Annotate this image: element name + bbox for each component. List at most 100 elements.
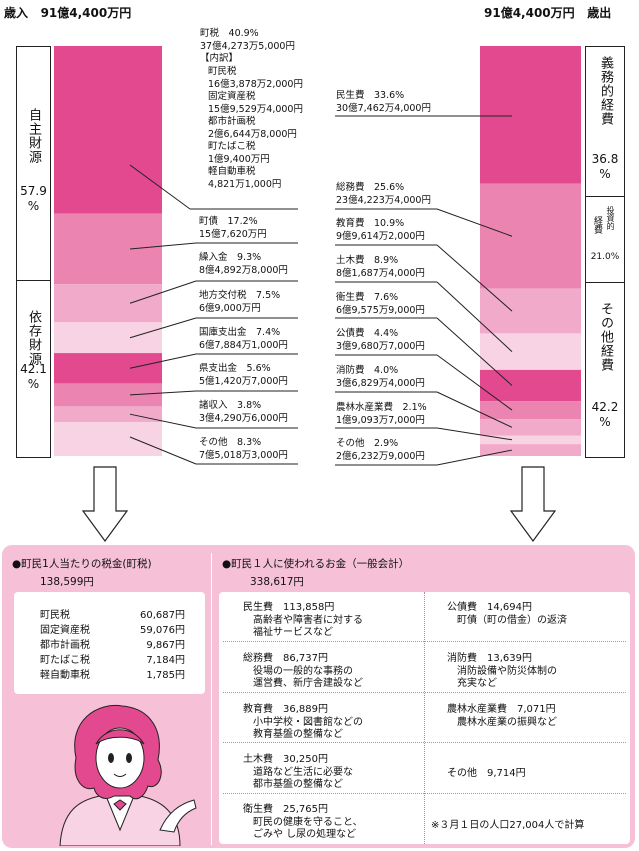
exp-label-6-amount: 3億6,829万4,000円: [336, 377, 425, 389]
exp-leader-4: [436, 317, 513, 386]
revenue-header: 歳入 91億4,400万円: [4, 4, 131, 21]
spend-title: ●町民１人に使われるお金（一般会計）: [222, 558, 410, 570]
spend-row-divider-2: [223, 692, 626, 693]
tax-total: 138,599円: [40, 576, 94, 588]
expense-group-divider-2: [585, 282, 625, 283]
exp-leader-8: [436, 449, 513, 466]
izon-zaigen-pct: 42.1 %: [20, 362, 47, 391]
breakdown-label-1: 固定資産税: [208, 91, 256, 102]
gimuteki-keihi-label: 義務的経費: [598, 56, 613, 126]
sonota-keihi-pct: 42.2 %: [591, 400, 619, 429]
rev-label-3-pct: 地方交付税 7.5%: [199, 290, 281, 301]
expense-down-arrow: [509, 466, 557, 543]
expense-bar-segment-0: [480, 46, 581, 184]
rev-label-7: その他 8.3%7億5,018万3,000円: [199, 437, 288, 462]
exp-label-5-pct: 公債費 4.4%: [336, 328, 399, 339]
rev-label-0-name: 町税: [200, 28, 220, 39]
spend-norin: 農林水産業費 7,071円 農林水産業の振興など: [447, 704, 557, 728]
expense-bar-segment-6: [480, 419, 581, 436]
expense-bar-segment-3: [480, 333, 581, 370]
tax-row-label-2: 都市計画税: [40, 640, 90, 651]
exp-label-3-amount: 8億1,687万4,000円: [336, 267, 425, 279]
breakdown-title: 【内訳】: [200, 53, 239, 64]
expense-bar-segment-8: [480, 444, 581, 456]
toushiteki-keihi-label: 経費: [592, 216, 602, 234]
exp-label-1: 総務費 25.6%23億4,223万4,000円: [336, 182, 431, 207]
rev-label-5-amount: 5億1,420万7,000円: [199, 375, 288, 387]
spend-kyoiku: 教育費 36,889円 小中学校・図書館などの 教育基盤の整備など: [243, 704, 363, 740]
revenue-bar-segment-7: [54, 421, 162, 456]
jishu-zaigen-pct: 57.9 %: [20, 184, 47, 213]
rev-leader-4: [129, 353, 197, 369]
exp-label-2-amount: 9億9,614万2,000円: [336, 230, 425, 242]
izon-zaigen-label: 依存財源: [26, 310, 41, 366]
exp-label-3: 土木費 8.9%8億1,687万4,000円: [336, 255, 425, 280]
exp-label-6: 消防費 4.0%3億6,829万4,000円: [336, 365, 425, 390]
rev-label-6: 諸収入 3.8%3億4,290万6,000円: [199, 400, 288, 425]
expense-header: 91億4,400万円 歳出: [484, 4, 611, 21]
exp-leader-1: [436, 208, 513, 237]
tax-row-value-3: 7,184円: [146, 655, 185, 666]
exp-leader-6: [436, 391, 513, 428]
tax-row-value-1: 59,076円: [140, 625, 185, 636]
revenue-bar-segment-5: [54, 383, 162, 407]
gimuteki-keihi-pct: 36.8 %: [591, 152, 619, 181]
revenue-bar-segment-0: [54, 46, 162, 214]
breakdown-amount-0: 16億3,878万2,000円: [208, 78, 303, 90]
spend-somu: 総務費 86,737円 役場の一般的な事務の 運営費、新庁舎建設など: [243, 653, 363, 689]
breakdown-label-4: 軽自動車税: [208, 166, 256, 177]
exp-label-7: 農林水産業費 2.1%1億9,093万7,000円: [336, 402, 427, 427]
budget-chart: [54, 46, 581, 466]
exp-label-7-amount: 1億9,093万7,000円: [336, 414, 425, 426]
toushiteki-keihi-pct: 21.0%: [590, 252, 620, 262]
tax-row-label-4: 軽自動車税: [40, 670, 90, 681]
exp-label-5: 公債費 4.4%3億9,680万7,000円: [336, 328, 425, 353]
exp-leader-2: [436, 244, 513, 312]
rev-label-0-pct: 40.9%: [228, 28, 259, 39]
exp-label-1-pct: 総務費 25.6%: [336, 182, 405, 193]
rev-leader-1: [129, 242, 197, 250]
breakdown-amount-2: 2億6,644万8,000円: [208, 128, 297, 140]
woman-illustration: [59, 704, 197, 846]
tax-row-label-0: 町民税: [40, 610, 70, 621]
revenue-total: 91億4,400万円: [40, 6, 132, 20]
spend-eisei: 衛生費 25,765円 町民の健康を守ること、 ごみや し尿の処理など: [243, 804, 363, 840]
rev-label-1: 町債 17.2%15億7,620万円: [199, 216, 267, 241]
expense-title: 歳出: [587, 6, 612, 20]
expense-total: 91億4,400万円: [484, 6, 575, 20]
rev-label-4: 国庫支出金 7.4%6億7,884万1,000円: [199, 327, 288, 352]
rev-label-0: 町税 40.9% 37億4,273万5,000円 【内訳】: [200, 28, 295, 66]
rev-label-7-pct: その他 8.3%: [199, 437, 262, 448]
toushiteki-keihi-label-2: 投資的: [606, 206, 615, 230]
spend-sonota: その他 9,714円: [447, 768, 526, 779]
rev-label-1-pct: 町債 17.2%: [199, 216, 258, 227]
exp-label-2: 教育費 10.9%9億9,614万2,000円: [336, 218, 425, 243]
breakdown-amount-3: 1億9,400万円: [208, 153, 270, 165]
rev-leader-7: [129, 436, 197, 465]
tax-title: ●町民1人当たりの税金(町税): [12, 558, 152, 570]
spend-breakdown-box: 民生費 113,858円 高齢者や障害者に対する 福祉サービスなど 総務費 86…: [219, 592, 630, 844]
rev-label-2-amount: 8億4,892万8,000円: [199, 264, 288, 276]
breakdown-amount-1: 15億9,529万4,000円: [208, 103, 303, 115]
exp-label-1-amount: 23億4,223万4,000円: [336, 194, 431, 206]
exp-leader-3: [436, 281, 513, 353]
rev-label-0-amount: 37億4,273万5,000円: [200, 40, 295, 52]
expense-group-divider-1: [585, 196, 625, 197]
rev-label-3-amount: 6億9,000万円: [199, 302, 261, 314]
spend-row-divider-4: [223, 793, 626, 794]
spend-kosai: 公債費 14,694円 町債（町の借金）の返済: [447, 602, 567, 626]
tax-row-value-0: 60,687円: [140, 610, 185, 621]
rev-label-7-amount: 7億5,018万3,000円: [199, 449, 288, 461]
breakdown-amount-4: 4,821万1,000円: [208, 178, 282, 190]
exp-label-5-amount: 3億9,680万7,000円: [336, 340, 425, 352]
exp-label-0-pct: 民生費 33.6%: [336, 90, 405, 101]
exp-label-4: 衛生費 7.6%6億9,575万9,000円: [336, 292, 425, 317]
rev-label-4-amount: 6億7,884万1,000円: [199, 339, 288, 351]
rev-label-6-pct: 諸収入 3.8%: [199, 400, 262, 411]
exp-label-8-amount: 2億6,232万9,000円: [336, 450, 425, 462]
revenue-bar-segment-4: [54, 353, 162, 384]
rev-label-1-amount: 15億7,620万円: [199, 228, 267, 240]
sonota-keihi-label: その他経費: [598, 302, 613, 372]
